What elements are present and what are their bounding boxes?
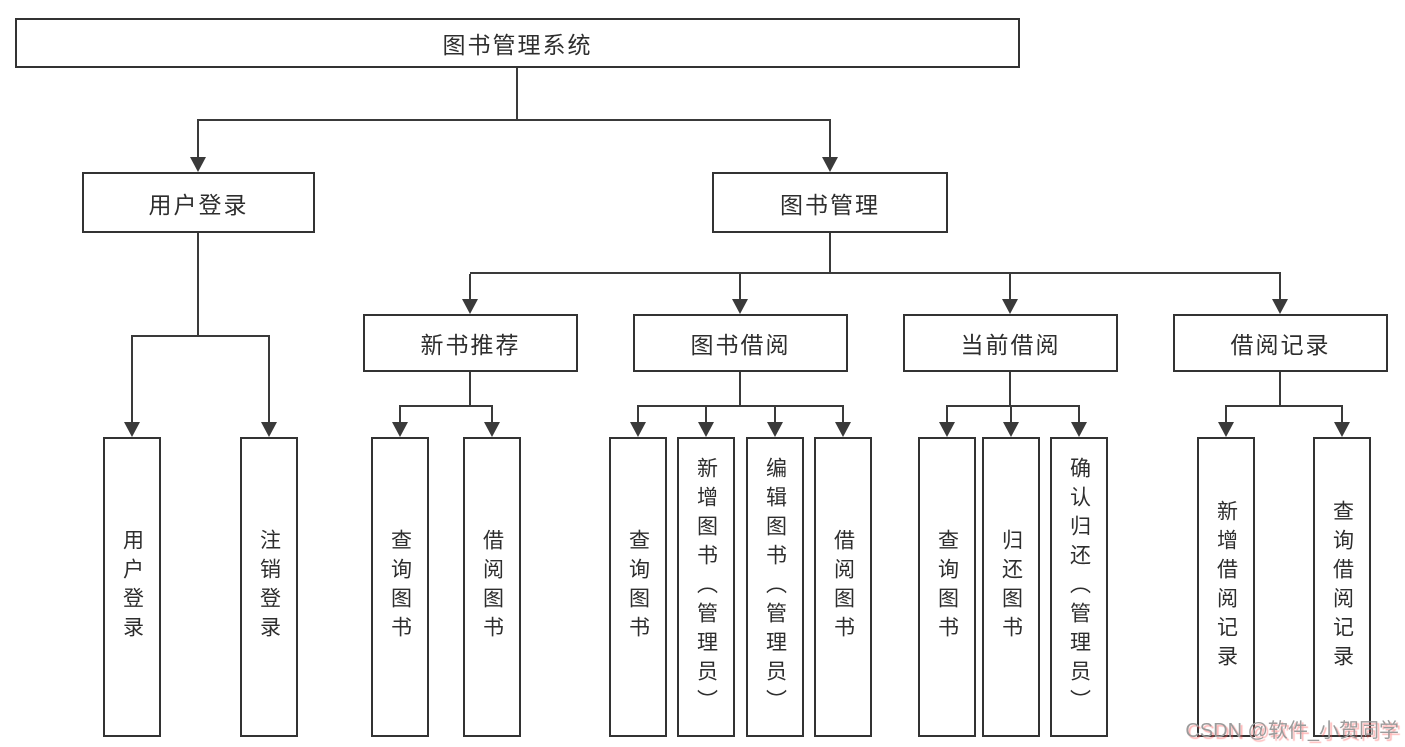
arrowhead-borrow-record-leaf2 xyxy=(1334,422,1350,437)
node-leaf-newbook-borrow-label: 借阅图书 xyxy=(480,529,504,645)
node-leaf-user-login-label: 用户登录 xyxy=(120,529,144,645)
node-library-system-label: 图书管理系统 xyxy=(442,32,593,58)
arrowhead-current-borrow-leaf3 xyxy=(1071,422,1087,437)
connector-new-book-leaf2-drop xyxy=(491,407,493,423)
arrowhead-user-login-leaf1 xyxy=(124,422,140,437)
arrowhead-book-borrow-leaf3 xyxy=(767,422,783,437)
connector-user-login-leaf2-drop xyxy=(268,337,270,423)
connector-current-borrow-drop xyxy=(1009,274,1011,300)
node-user-login-label: 用户登录 xyxy=(148,191,249,218)
node-leaf-record-query: 查询借阅记录 xyxy=(1313,437,1371,737)
connector-borrow-record-stem xyxy=(1279,372,1281,407)
connector-borrow-record-drop xyxy=(1279,274,1281,300)
node-leaf-logout-label: 注销登录 xyxy=(257,529,281,645)
connector-book-borrow-leaf4-drop xyxy=(842,407,844,423)
connector-book-borrow-stem xyxy=(739,372,741,407)
connector-user-login-stem xyxy=(197,233,199,337)
connector-book-borrow-leaf3-drop xyxy=(774,407,776,423)
node-library-system: 图书管理系统 xyxy=(15,18,1020,68)
node-book-borrow-label: 图书借阅 xyxy=(690,332,791,358)
connector-user-login-drop xyxy=(197,120,199,158)
node-leaf-current-confirm: 确认归还（管理员） xyxy=(1050,437,1108,737)
arrowhead-current-borrow-leaf1 xyxy=(939,422,955,437)
arrowhead-current-borrow xyxy=(1002,299,1018,314)
connector-current-borrow-leaf3-drop xyxy=(1078,407,1080,423)
node-borrow-record-label: 借阅记录 xyxy=(1230,332,1331,358)
node-leaf-borrow-edit-label: 编辑图书（管理员） xyxy=(763,456,787,718)
connector-book-mgmt-drop xyxy=(829,120,831,158)
node-leaf-current-query-label: 查询图书 xyxy=(935,529,959,645)
connector-new-book-stem xyxy=(469,372,471,407)
connector-new-book-branch xyxy=(399,405,493,407)
node-borrow-record: 借阅记录 xyxy=(1173,314,1388,372)
connector-book-borrow-leaf2-drop xyxy=(705,407,707,423)
node-book-borrow: 图书借阅 xyxy=(633,314,848,372)
node-leaf-user-login: 用户登录 xyxy=(103,437,161,737)
arrowhead-current-borrow-leaf2 xyxy=(1003,422,1019,437)
arrowhead-book-mgmt xyxy=(822,157,838,172)
arrowhead-new-book-leaf1 xyxy=(392,422,408,437)
connector-book-borrow-drop xyxy=(739,274,741,300)
node-leaf-record-add: 新增借阅记录 xyxy=(1197,437,1255,737)
node-user-login: 用户登录 xyxy=(82,172,315,233)
node-current-borrow-label: 当前借阅 xyxy=(960,332,1061,358)
node-leaf-record-add-label: 新增借阅记录 xyxy=(1214,500,1238,674)
node-leaf-borrow-edit: 编辑图书（管理员） xyxy=(746,437,804,737)
connector-new-book-drop xyxy=(469,274,471,300)
connector-current-borrow-stem xyxy=(1009,372,1011,407)
node-leaf-borrow-query-label: 查询图书 xyxy=(626,529,650,645)
node-leaf-current-return: 归还图书 xyxy=(982,437,1040,737)
arrowhead-new-book-leaf2 xyxy=(484,422,500,437)
node-leaf-current-return-label: 归还图书 xyxy=(999,529,1023,645)
arrowhead-book-borrow-leaf4 xyxy=(835,422,851,437)
arrowhead-book-borrow-leaf1 xyxy=(630,422,646,437)
node-leaf-current-confirm-label: 确认归还（管理员） xyxy=(1067,456,1091,718)
node-book-mgmt-label: 图书管理 xyxy=(780,191,880,218)
csdn-watermark: CSDN @软件_小贺同学 xyxy=(1185,720,1399,742)
arrowhead-book-borrow xyxy=(732,299,748,314)
node-leaf-borrow-add: 新增图书（管理员） xyxy=(677,437,735,737)
arrowhead-new-book xyxy=(462,299,478,314)
node-leaf-borrow-borrow: 借阅图书 xyxy=(814,437,872,737)
connector-book-borrow-leaf1-drop xyxy=(637,407,639,423)
node-leaf-logout: 注销登录 xyxy=(240,437,298,737)
node-leaf-borrow-borrow-label: 借阅图书 xyxy=(831,529,855,645)
arrowhead-borrow-record xyxy=(1272,299,1288,314)
node-leaf-newbook-query: 查询图书 xyxy=(371,437,429,737)
connector-borrow-record-leaf2-drop xyxy=(1341,407,1343,423)
connector-root-stem xyxy=(516,68,518,120)
connector-user-login-branch xyxy=(131,335,270,337)
node-current-borrow: 当前借阅 xyxy=(903,314,1118,372)
node-leaf-borrow-add-label: 新增图书（管理员） xyxy=(694,456,718,718)
connector-book-mgmt-stem xyxy=(829,233,831,274)
connector-current-borrow-leaf2-drop xyxy=(1010,407,1012,423)
node-leaf-record-query-label: 查询借阅记录 xyxy=(1330,500,1354,674)
node-leaf-borrow-query: 查询图书 xyxy=(609,437,667,737)
connector-level2-branch xyxy=(470,272,1281,274)
arrowhead-book-borrow-leaf2 xyxy=(698,422,714,437)
connector-book-borrow-branch xyxy=(637,405,844,407)
connector-level1-branch xyxy=(197,119,831,121)
arrowhead-user-login-leaf2 xyxy=(261,422,277,437)
arrowhead-user-login xyxy=(190,157,206,172)
arrowhead-borrow-record-leaf1 xyxy=(1218,422,1234,437)
node-leaf-current-query: 查询图书 xyxy=(918,437,976,737)
connector-current-borrow-branch xyxy=(946,405,1080,407)
connector-current-borrow-leaf1-drop xyxy=(946,407,948,423)
node-new-book-label: 新书推荐 xyxy=(420,332,521,358)
connector-new-book-leaf1-drop xyxy=(399,407,401,423)
node-book-mgmt: 图书管理 xyxy=(712,172,948,233)
connector-borrow-record-leaf1-drop xyxy=(1225,407,1227,423)
node-leaf-newbook-query-label: 查询图书 xyxy=(388,529,412,645)
node-new-book: 新书推荐 xyxy=(363,314,578,372)
connector-user-login-leaf1-drop xyxy=(131,337,133,423)
connector-borrow-record-branch xyxy=(1225,405,1343,407)
node-leaf-newbook-borrow: 借阅图书 xyxy=(463,437,521,737)
